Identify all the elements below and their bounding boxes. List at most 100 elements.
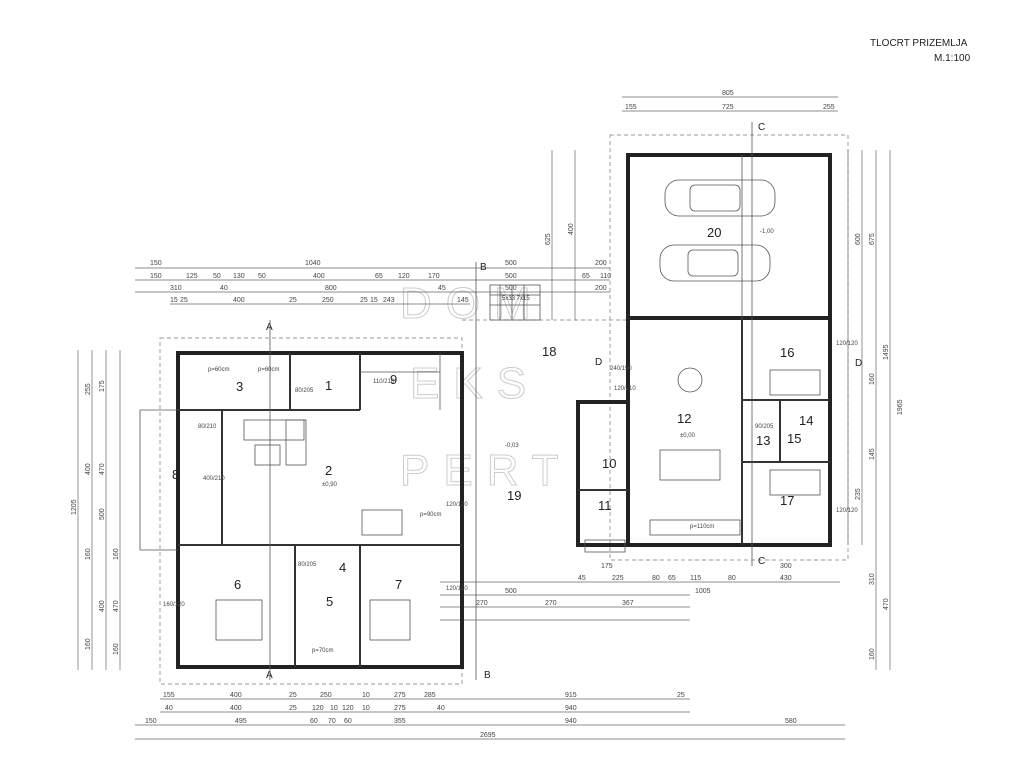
svg-text:90/205: 90/205 — [755, 424, 774, 430]
svg-text:40: 40 — [437, 705, 445, 712]
opening-notes: p=60cm p=60cm p=90cm p=110cm p=70cm 80/2… — [163, 341, 858, 654]
svg-text:80/205: 80/205 — [295, 388, 314, 394]
svg-text:45: 45 — [438, 285, 446, 292]
svg-text:430: 430 — [780, 575, 792, 582]
svg-text:1005: 1005 — [695, 588, 711, 595]
svg-text:250: 250 — [322, 297, 334, 304]
svg-text:80: 80 — [728, 575, 736, 582]
svg-text:275: 275 — [394, 705, 406, 712]
svg-text:2695: 2695 — [480, 732, 496, 739]
svg-text:120/210: 120/210 — [614, 386, 636, 392]
room-9: 9 — [390, 372, 397, 387]
dims-bottom: 155 400 25 250 10 275 285 915 25 40 400 … — [145, 692, 797, 739]
svg-text:285: 285 — [424, 692, 436, 699]
svg-text:400: 400 — [85, 463, 92, 475]
svg-text:400: 400 — [230, 692, 242, 699]
svg-text:600: 600 — [855, 233, 862, 245]
svg-text:160: 160 — [113, 548, 120, 560]
svg-text:25: 25 — [360, 297, 368, 304]
svg-text:400: 400 — [313, 273, 325, 280]
svg-text:B: B — [480, 262, 487, 273]
svg-text:D: D — [595, 357, 602, 368]
svg-text:725: 725 — [722, 104, 734, 111]
svg-text:250: 250 — [320, 692, 332, 699]
svg-text:1205: 1205 — [71, 499, 78, 515]
svg-text:25: 25 — [289, 705, 297, 712]
svg-text:310: 310 — [170, 285, 182, 292]
svg-text:200: 200 — [595, 260, 607, 267]
svg-text:255: 255 — [823, 104, 835, 111]
svg-text:400: 400 — [568, 223, 575, 235]
svg-text:p=110cm: p=110cm — [690, 524, 714, 530]
svg-text:160/120: 160/120 — [163, 602, 185, 608]
svg-text:PERT: PERT — [400, 446, 573, 495]
svg-text:130: 130 — [233, 273, 245, 280]
svg-text:580: 580 — [785, 718, 797, 725]
svg-text:400/210: 400/210 — [203, 476, 225, 482]
svg-text:45: 45 — [578, 575, 586, 582]
svg-text:80/205: 80/205 — [298, 562, 317, 568]
svg-text:160: 160 — [113, 643, 120, 655]
svg-text:367: 367 — [622, 600, 634, 607]
room-19: 19 — [507, 488, 521, 503]
svg-text:p=60cm: p=60cm — [258, 367, 280, 373]
svg-text:5x33 7x15: 5x33 7x15 — [502, 296, 530, 302]
svg-text:175: 175 — [601, 563, 613, 570]
svg-text:400: 400 — [230, 705, 242, 712]
plan-title: TLOCRT PRIZEMLJA — [870, 38, 968, 49]
svg-text:500: 500 — [505, 285, 517, 292]
svg-text:60: 60 — [344, 718, 352, 725]
svg-text:500: 500 — [505, 588, 517, 595]
dims-right: 625 400 600 675 1495 1965 160 310 470 16… — [545, 223, 904, 660]
room-14: 14 — [799, 413, 813, 428]
svg-text:940: 940 — [565, 718, 577, 725]
room-11: 11 — [598, 498, 612, 513]
plan-scale: M.1:100 — [934, 53, 971, 64]
room-15: 15 — [787, 431, 801, 446]
svg-text:500: 500 — [505, 273, 517, 280]
svg-text:145: 145 — [869, 448, 876, 460]
svg-text:470: 470 — [99, 463, 106, 475]
walls-left-wing — [139, 351, 464, 669]
svg-text:150: 150 — [150, 260, 162, 267]
room-13: 13 — [756, 433, 770, 448]
svg-text:355: 355 — [394, 718, 406, 725]
svg-text:160: 160 — [85, 638, 92, 650]
svg-text:110/210: 110/210 — [373, 379, 395, 385]
svg-text:-1,00: -1,00 — [760, 229, 774, 235]
svg-text:80: 80 — [652, 575, 660, 582]
svg-text:500: 500 — [505, 260, 517, 267]
svg-text:25: 25 — [289, 692, 297, 699]
svg-text:50: 50 — [258, 273, 266, 280]
svg-text:155: 155 — [163, 692, 175, 699]
dims-top-left: 150 1040 500 200 150 125 50 130 50 400 6… — [150, 260, 611, 304]
svg-text:110: 110 — [600, 273, 611, 280]
svg-text:120: 120 — [398, 273, 410, 280]
svg-text:145: 145 — [457, 297, 469, 304]
room-5: 5 — [326, 594, 333, 609]
svg-text:80/210: 80/210 — [198, 424, 217, 430]
room-8: 8 — [172, 467, 179, 482]
svg-text:225: 225 — [612, 575, 624, 582]
dims-left: 255 175 400 470 1205 160 500 160 160 400… — [71, 380, 120, 655]
svg-text:470: 470 — [883, 598, 890, 610]
stairs: 5x33 7x15 — [489, 284, 541, 321]
svg-text:270: 270 — [545, 600, 557, 607]
svg-text:C: C — [758, 122, 765, 133]
svg-text:115: 115 — [690, 575, 701, 582]
svg-text:C: C — [758, 556, 765, 567]
svg-text:15: 15 — [370, 297, 378, 304]
svg-text:1040: 1040 — [305, 260, 321, 267]
room-10: 10 — [602, 456, 616, 471]
svg-text:805: 805 — [722, 90, 734, 97]
svg-text:310: 310 — [869, 573, 876, 585]
svg-text:170: 170 — [428, 273, 440, 280]
svg-text:-0,03: -0,03 — [505, 443, 519, 449]
room-1: 1 — [325, 378, 332, 393]
svg-text:10: 10 — [362, 705, 370, 712]
svg-text:200: 200 — [595, 285, 607, 292]
svg-text:300: 300 — [780, 563, 792, 570]
svg-text:125: 125 — [186, 273, 198, 280]
svg-text:p=90cm: p=90cm — [420, 512, 442, 518]
room-12: 12 — [677, 411, 691, 426]
